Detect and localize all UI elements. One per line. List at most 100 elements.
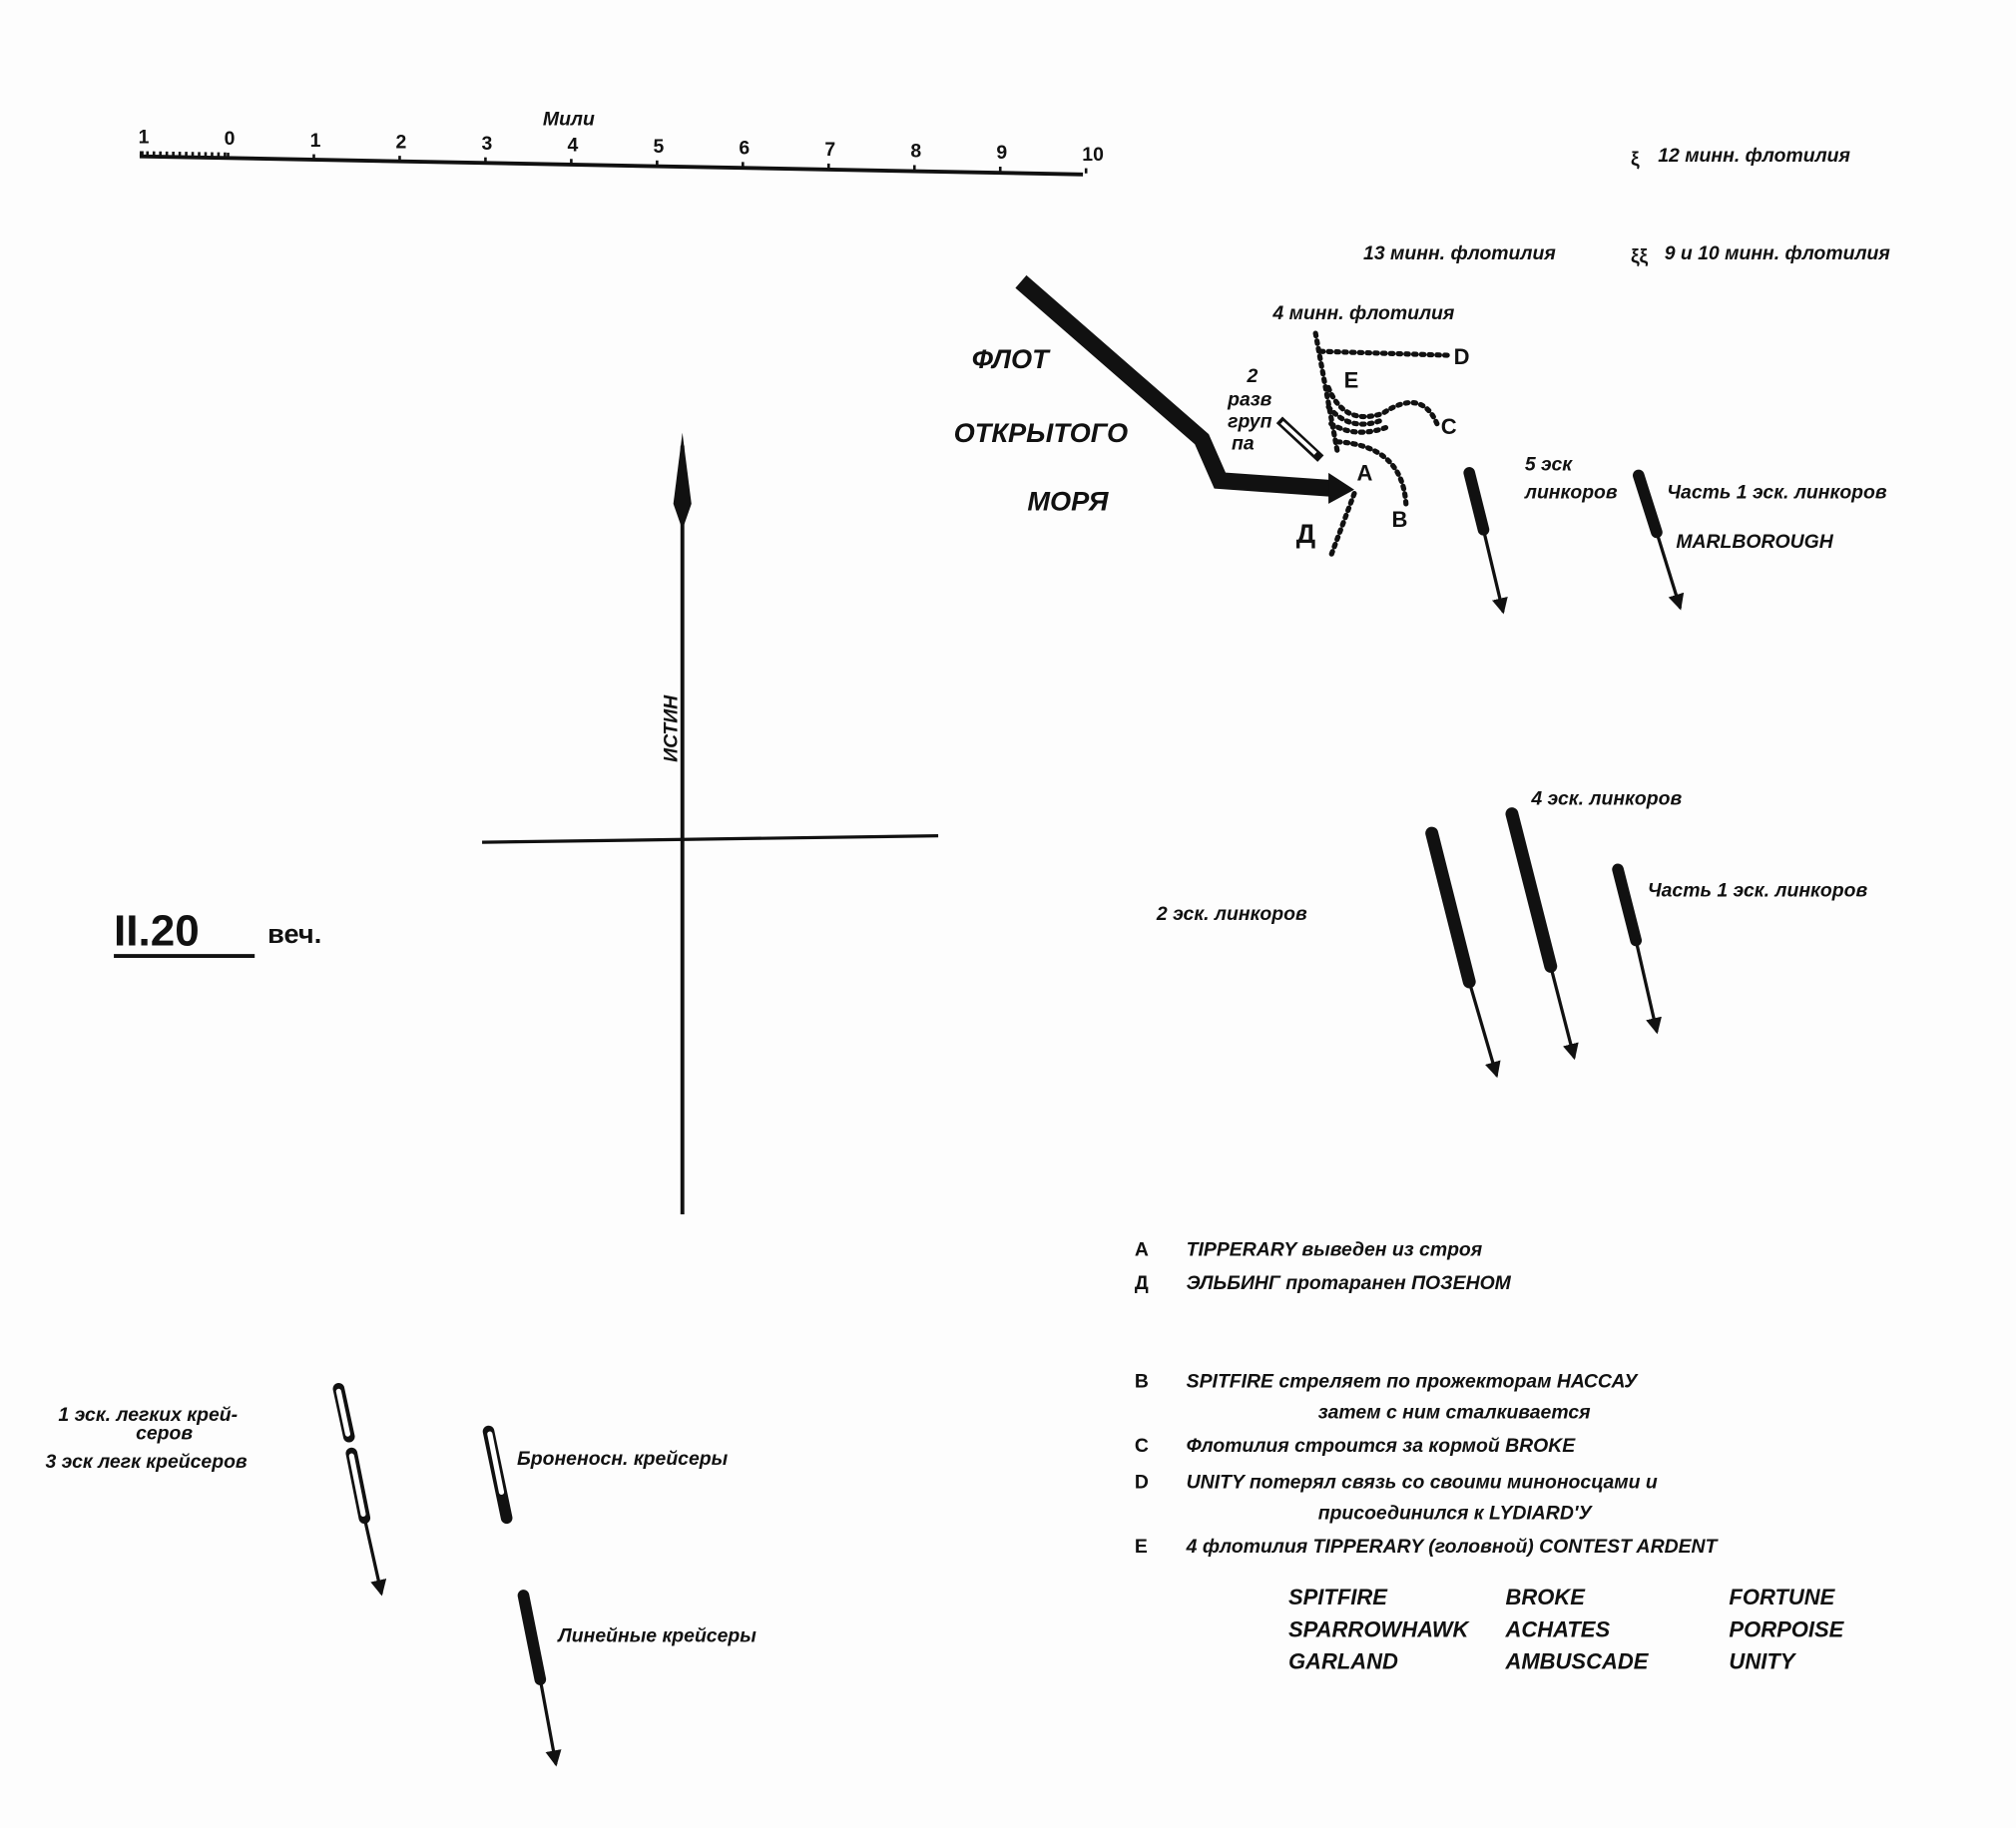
- bs4-label: 4 эск. линкоров: [1530, 788, 1682, 810]
- flotilla-12-label: 12 минн. флотилия: [1658, 145, 1850, 167]
- ship-name: SPARROWHAWK: [1288, 1616, 1471, 1641]
- legend-text: затем с ним сталкивается: [1318, 1402, 1591, 1424]
- compass-label: ИСТИН: [661, 694, 683, 762]
- scale-title: Мили: [543, 109, 595, 131]
- bs2-wake: [1467, 980, 1501, 1079]
- scale-tick-label: 1: [310, 130, 321, 152]
- point-d: D: [1454, 344, 1470, 369]
- scale-subdivisions: [139, 151, 229, 158]
- bs1b-arrow: [1612, 863, 1643, 947]
- bs4-wake: [1549, 964, 1579, 1061]
- arrow-hollow: [335, 1388, 350, 1437]
- legend-key: E: [1135, 1536, 1148, 1558]
- fleet-label-3: МОРЯ: [1027, 485, 1109, 516]
- ship-name: PORPOISE: [1729, 1616, 1844, 1641]
- bs5-wake: [1481, 528, 1508, 615]
- scale-tick-label: 9: [996, 142, 1007, 164]
- bs5-arrow: [1463, 467, 1490, 536]
- sg-label: 2: [1247, 365, 1259, 387]
- time-suffix: веч.: [267, 918, 321, 949]
- legend-key: B: [1135, 1371, 1149, 1393]
- point-de: Д: [1296, 518, 1315, 549]
- compass: ИСТИН: [482, 432, 939, 1215]
- track: [1325, 404, 1386, 427]
- legend-text: ЭЛЬБИНГ протаранен ПОЗЕНОМ: [1187, 1272, 1512, 1294]
- bc-wake: [538, 1677, 562, 1767]
- legend-text: 4 флотилия TIPPERARY (головной) CONTEST …: [1186, 1536, 1720, 1558]
- track-c: [1325, 384, 1440, 427]
- track-b: [1334, 439, 1409, 507]
- arrow-hollow: [1280, 420, 1317, 455]
- track-d: [1317, 348, 1450, 358]
- time-value: II.20: [114, 907, 200, 956]
- marlborough-label: MARLBOROUGH: [1676, 531, 1833, 553]
- high-seas-fleet: ФЛОТ ОТКРЫТОГО МОРЯ 2 разв груп па: [954, 274, 1354, 516]
- fleet-arrowhead-icon: [1328, 472, 1354, 504]
- ship-name: UNITY: [1729, 1649, 1796, 1674]
- legend-key: Д: [1135, 1272, 1149, 1294]
- fleet-track: [1015, 274, 1332, 497]
- flotilla-9-10-label: 9 и 10 минн. флотилия: [1665, 242, 1891, 264]
- bs1b-wake: [1634, 938, 1662, 1035]
- fleet-label-2: ОТКРЫТОГО: [954, 417, 1129, 448]
- arrow-hollow: [348, 1453, 366, 1517]
- flotilla-4-label: 4 минн. флотилия: [1271, 302, 1454, 324]
- sg-label: груп: [1228, 411, 1272, 433]
- lcs3-wake: [362, 1516, 387, 1597]
- armoured-cruisers-label: Броненосн. крейсеры: [517, 1448, 729, 1470]
- track: [1328, 421, 1392, 435]
- track-de: [1328, 490, 1357, 559]
- bs5-label: линкоров: [1524, 482, 1618, 504]
- scale-tick-label: 5: [653, 136, 664, 158]
- destroyer-squiggle-icon: ξ: [1631, 149, 1640, 171]
- bs1-part-label: Часть 1 эск. линкоров: [1667, 482, 1887, 504]
- ship-name: GARLAND: [1288, 1649, 1398, 1674]
- legend-text: TIPPERARY выведен из строя: [1187, 1238, 1483, 1260]
- scale-tick-label: 6: [739, 138, 750, 160]
- fleet-label-1: ФЛОТ: [972, 343, 1051, 374]
- flotilla-4-tracks: [1312, 330, 1450, 559]
- bs4-arrow: [1505, 807, 1558, 973]
- ship-name: SPITFIRE: [1288, 1585, 1388, 1609]
- north-arrow-icon: [673, 432, 692, 530]
- bs1-wake: [1655, 530, 1685, 611]
- bs5-label: 5 эск: [1525, 453, 1573, 475]
- scale-tick-label: 10: [1082, 144, 1104, 166]
- lcs3-label: 3 эск легк крейсеров: [45, 1451, 247, 1473]
- sg-label: разв: [1227, 389, 1272, 411]
- sg-label: па: [1232, 433, 1255, 455]
- ship-name: AMBUSCADE: [1504, 1649, 1649, 1674]
- scale-line: [139, 154, 1084, 177]
- point-b: B: [1392, 507, 1408, 532]
- legend-text: UNITY потерял связь со своими миноносцам…: [1187, 1471, 1658, 1493]
- scale-tick-label: 0: [225, 128, 236, 150]
- legend-text: SPITFIRE стреляет по прожекторам НАССАУ: [1187, 1371, 1640, 1393]
- flotilla-13-label: 13 минн. флотилия: [1363, 242, 1556, 264]
- bs2-arrow: [1425, 826, 1476, 989]
- bs1-part-label: Часть 1 эск. линкоров: [1648, 880, 1868, 902]
- legend-key: D: [1135, 1471, 1149, 1493]
- legend-text: Флотилия строится за кормой BROKE: [1187, 1435, 1577, 1457]
- bs2-label: 2 эск. линкоров: [1156, 903, 1307, 925]
- battlecruisers-label: Линейные крейсеры: [556, 1625, 756, 1647]
- lcs1-label: 1 эск. легких крей-: [58, 1404, 238, 1426]
- ship-name: BROKE: [1505, 1585, 1586, 1609]
- scale-tick-label: 3: [482, 133, 493, 155]
- legend-key: A: [1135, 1238, 1149, 1260]
- bs1-arrow: [1632, 469, 1663, 539]
- legend-text: присоединился к LYDIARD'У: [1318, 1503, 1594, 1525]
- scale-tick-label: 2: [396, 131, 407, 153]
- legend-key: C: [1135, 1435, 1149, 1457]
- bc-arrow: [517, 1590, 547, 1685]
- point-a: A: [1357, 461, 1373, 486]
- scale-tick-label: 4: [568, 134, 579, 156]
- east-west-line: [482, 834, 939, 844]
- destroyer-squiggle-icon: ξξ: [1631, 245, 1648, 267]
- point-c: C: [1441, 414, 1457, 439]
- scale-tick-label: 1: [139, 127, 150, 149]
- scale-tick-label: 8: [910, 141, 921, 163]
